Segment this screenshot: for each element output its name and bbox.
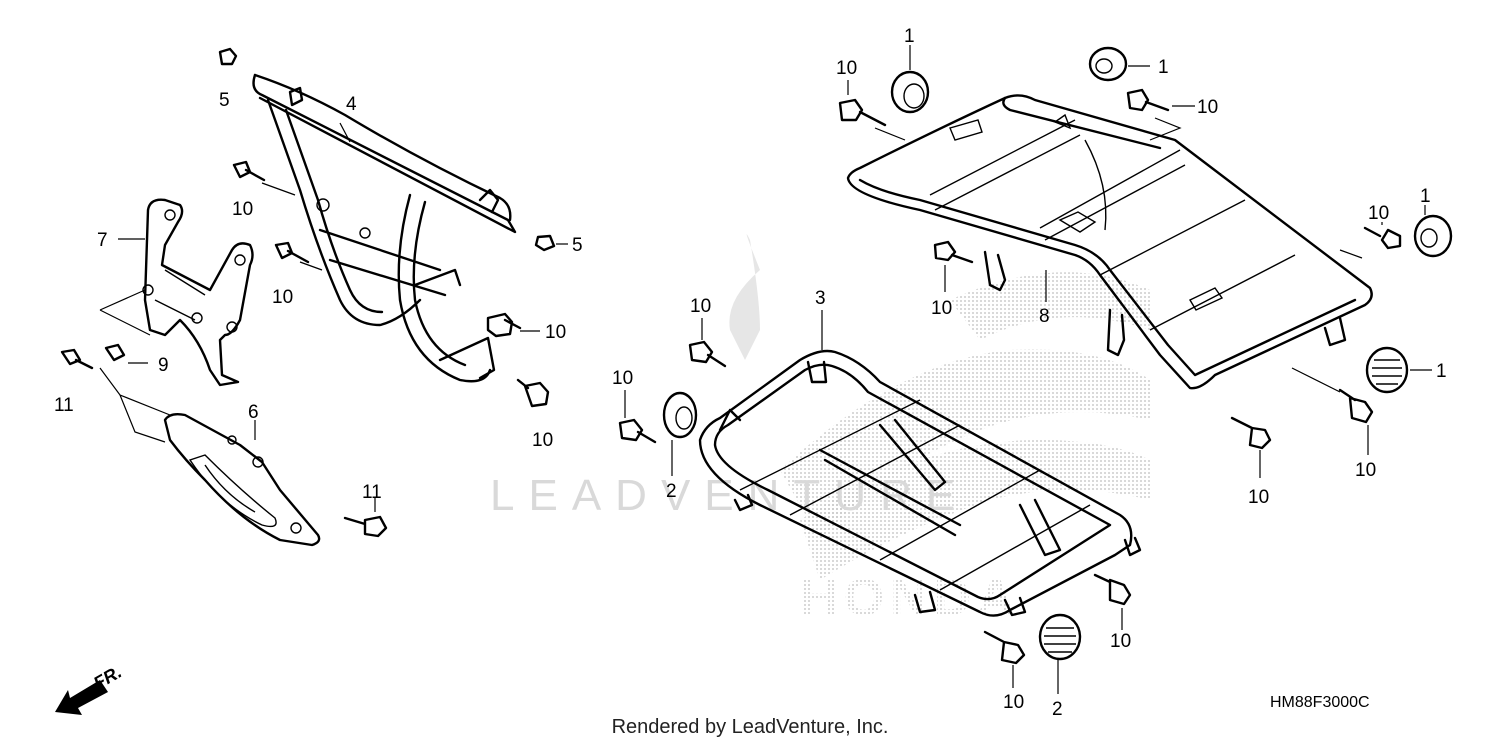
callout-2[interactable]: 2: [666, 481, 677, 502]
callout-10[interactable]: 10: [1368, 203, 1389, 224]
diagram-code: HM88F3000C: [1270, 694, 1370, 711]
callout-10[interactable]: 10: [1355, 460, 1376, 481]
callout-10[interactable]: 10: [272, 287, 293, 308]
callout-10[interactable]: 10: [1003, 692, 1024, 713]
bolt-icon: [60, 47, 556, 538]
callout-10[interactable]: 10: [1110, 631, 1131, 652]
callout-11[interactable]: 11: [54, 395, 74, 416]
callout-10[interactable]: 10: [836, 58, 857, 79]
rear-carrier-part-8: [846, 94, 1373, 390]
footer-credit: Rendered by LeadVenture, Inc.: [611, 716, 889, 738]
callout-10[interactable]: 10: [1197, 97, 1218, 118]
watermark-leadventure: LEADVENTURE: [490, 471, 969, 520]
callout-labels: 1 1 1 1 2 2 3 4 5 5 6 7 8 9 10 10 10 10 …: [54, 26, 1447, 720]
callout-5[interactable]: 5: [572, 235, 583, 256]
bracket-part-7: [142, 198, 254, 387]
front-bumper-part-4: [252, 73, 517, 383]
front-carrier-part-3: [698, 349, 1142, 617]
callout-10[interactable]: 10: [532, 430, 553, 451]
callout-1[interactable]: 1: [1420, 186, 1431, 207]
callout-10[interactable]: 10: [612, 368, 633, 389]
callout-5[interactable]: 5: [219, 90, 230, 111]
callout-8[interactable]: 8: [1039, 306, 1050, 327]
callout-7[interactable]: 7: [97, 230, 108, 251]
bolt-icon: [618, 88, 1402, 665]
skid-plate-part-6: [163, 412, 321, 547]
callout-1[interactable]: 1: [1436, 361, 1447, 382]
callout-10[interactable]: 10: [1248, 487, 1269, 508]
callout-2[interactable]: 2: [1052, 699, 1063, 720]
callout-10[interactable]: 10: [690, 296, 711, 317]
callout-9[interactable]: 9: [158, 355, 169, 376]
callout-3[interactable]: 3: [815, 288, 826, 309]
callout-1[interactable]: 1: [1158, 57, 1169, 78]
callout-11[interactable]: 11: [362, 482, 382, 503]
callout-1[interactable]: 1: [904, 26, 915, 47]
callout-10[interactable]: 10: [232, 199, 253, 220]
honda-wing-watermark: [729, 234, 1150, 580]
callout-10[interactable]: 10: [545, 322, 566, 343]
callout-4[interactable]: 4: [346, 94, 357, 115]
grommet-icon: [662, 46, 1453, 661]
callout-6[interactable]: 6: [248, 402, 259, 423]
front-direction-arrow-icon: FR.: [55, 662, 125, 715]
callout-10[interactable]: 10: [931, 298, 952, 319]
